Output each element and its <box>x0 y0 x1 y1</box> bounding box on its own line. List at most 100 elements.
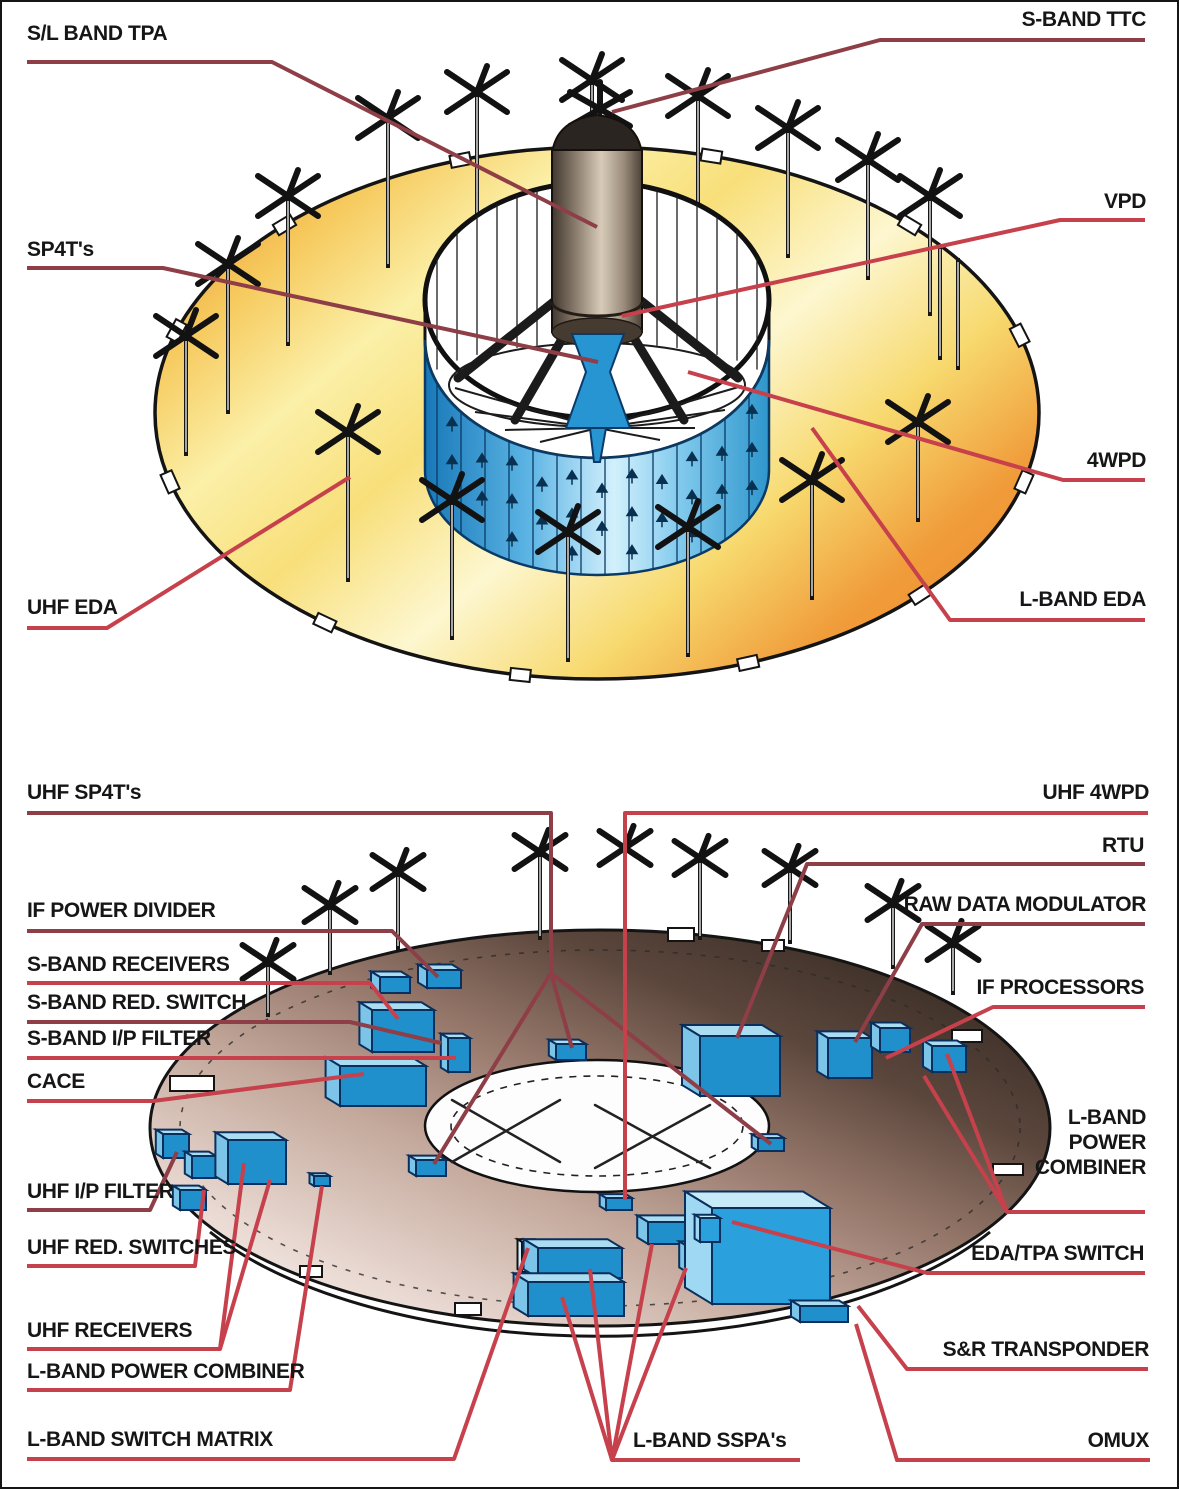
helix-antenna-icon <box>255 167 321 346</box>
disc-rim-notches <box>159 147 1035 684</box>
label-s-band-ip-filter: S-BAND I/P FILTER <box>27 1027 211 1050</box>
leader-uhf-sp4ts <box>27 811 553 973</box>
leader-lines-top <box>27 38 1145 630</box>
equipment-box <box>681 1189 834 1306</box>
helix-antenna-icons-front <box>315 393 951 662</box>
equipment-boxes <box>152 962 970 1324</box>
helix-antenna-icon <box>835 131 901 280</box>
helix-antenna-icon <box>864 877 922 969</box>
label-4wpd: 4WPD <box>1086 449 1146 472</box>
leader-uhf-sp4ts-branch <box>549 972 574 1049</box>
helix-antenna-icon <box>301 879 359 975</box>
helix-antenna-icon <box>755 99 821 258</box>
eda-array-elements <box>436 383 759 575</box>
repeater-deck-diagram <box>27 811 1150 1462</box>
equipment-box <box>678 1023 784 1098</box>
leader-rtu <box>735 862 1145 1039</box>
helix-antenna-icon <box>369 846 427 950</box>
central-aperture <box>423 1058 771 1194</box>
label-sp4ts: SP4T's <box>27 238 94 261</box>
label-sr-transponder: S&R TRANSPONDER <box>942 1338 1150 1361</box>
label-s-band-ttc: S-BAND TTC <box>1021 8 1147 31</box>
leader-uhf-eda <box>27 475 352 630</box>
leader-uhf-sp4ts-branch <box>432 971 553 1166</box>
antenna-deck-diagram <box>27 38 1145 684</box>
leader-vpd <box>621 218 1145 318</box>
label-omux: OMUX <box>1087 1429 1150 1452</box>
label-if-processors: IF PROCESSORS <box>976 976 1145 999</box>
helix-antenna-icon <box>535 503 601 662</box>
leader-uhf-receivers-branch <box>218 1179 272 1350</box>
label-uhf-ip-filter: UHF I/P FILTER <box>27 1180 174 1203</box>
l-band-eda-array <box>423 339 771 577</box>
equipment-box <box>510 1271 628 1318</box>
equipment-box <box>813 1029 876 1080</box>
leader-sr-transponder <box>856 1304 1148 1371</box>
label-uhf-receivers: UHF RECEIVERS <box>27 1319 193 1342</box>
leader-s-band-receivers <box>27 981 400 1021</box>
label-uhf-4wpd: UHF 4WPD <box>1042 781 1150 804</box>
label-uhf-eda: UHF EDA <box>27 596 118 619</box>
equipment-box <box>919 1038 970 1074</box>
helix-antenna-icon <box>779 451 845 600</box>
equipment-box <box>787 1298 852 1324</box>
equipment-box <box>322 1055 430 1108</box>
equipment-box <box>367 969 414 995</box>
leader-s-band-ttc <box>611 38 1145 114</box>
equipment-box <box>691 1212 724 1244</box>
label-cace: CACE <box>27 1070 85 1093</box>
platform-lip <box>209 1230 991 1338</box>
label-l-band-eda: L-BAND EDA <box>1019 588 1146 611</box>
label-sl-band-tpa: S/L BAND TPA <box>27 22 168 45</box>
label-uhf-red-switches: UHF RED. SWITCHES <box>27 1236 237 1259</box>
leader-l-band-eda <box>810 426 1145 622</box>
label-uhf-sp4ts: UHF SP4T's <box>27 781 142 804</box>
leader-lines-bottom <box>27 811 1150 1462</box>
equipment-box <box>405 1153 450 1178</box>
label-l-band-power-combiner-right: L-BAND POWER COMBINER <box>1034 1106 1147 1179</box>
helix-antenna-icons-platform <box>239 822 982 1017</box>
equipment-box <box>437 1031 474 1074</box>
leader-l-band-sspas-branch <box>610 1267 688 1461</box>
equipment-box <box>596 1192 636 1212</box>
leader-if-processors <box>885 1005 1145 1060</box>
helix-antenna-icon <box>153 307 219 456</box>
helix-antenna-icon <box>239 936 297 1017</box>
helix-antenna-icon <box>897 167 963 316</box>
leader-raw-data-modulator <box>853 922 1145 1043</box>
label-l-band-power-combiner-left: L-BAND POWER COMBINER <box>27 1360 305 1383</box>
leader-cace <box>27 1072 365 1103</box>
leader-l-band-sspas-branch <box>610 1243 654 1461</box>
helix-antenna-icon <box>671 832 729 940</box>
sl-band-tpa-cylinder <box>550 79 644 347</box>
leader-if-power-divider <box>27 929 440 979</box>
leader-4wpd <box>687 370 1145 482</box>
equipment-box <box>633 1213 702 1246</box>
helix-antenna-icon <box>511 826 569 940</box>
label-l-band-sspas: L-BAND SSPA's <box>633 1429 787 1452</box>
leader-l-band-switch-matrix <box>27 1247 530 1461</box>
equipment-box <box>181 1149 220 1180</box>
label-s-band-red-switch: S-BAND RED. SWITCH <box>27 991 247 1014</box>
leader-sl-band-tpa <box>27 60 598 229</box>
label-vpd: VPD <box>1104 190 1146 213</box>
label-eda-tpa-switch: EDA/TPA SWITCH <box>971 1242 1144 1265</box>
leader-uhf-red-switches <box>27 1189 206 1268</box>
equipment-box <box>545 1037 590 1062</box>
leader-eda-tpa-switch <box>731 1220 1145 1275</box>
label-if-power-divider: IF POWER DIVIDER <box>27 899 216 922</box>
leader-s-band-red-switch <box>27 1020 442 1045</box>
leader-l-band-sspas-branch <box>588 1268 614 1461</box>
helix-antenna-icon <box>315 403 381 582</box>
helix-antenna-icon <box>924 917 982 995</box>
leader-uhf-ip-filter <box>27 1151 179 1212</box>
leader-uhf-4wpd <box>623 811 1148 1200</box>
label-rtu: RTU <box>1102 834 1144 857</box>
helix-antenna-icon <box>655 498 721 657</box>
leader-sp4ts <box>27 266 599 364</box>
platform-dashed-inset <box>179 949 1021 1307</box>
leader-omux <box>854 1323 1150 1462</box>
label-s-band-receivers: S-BAND RECEIVERS <box>27 953 230 976</box>
